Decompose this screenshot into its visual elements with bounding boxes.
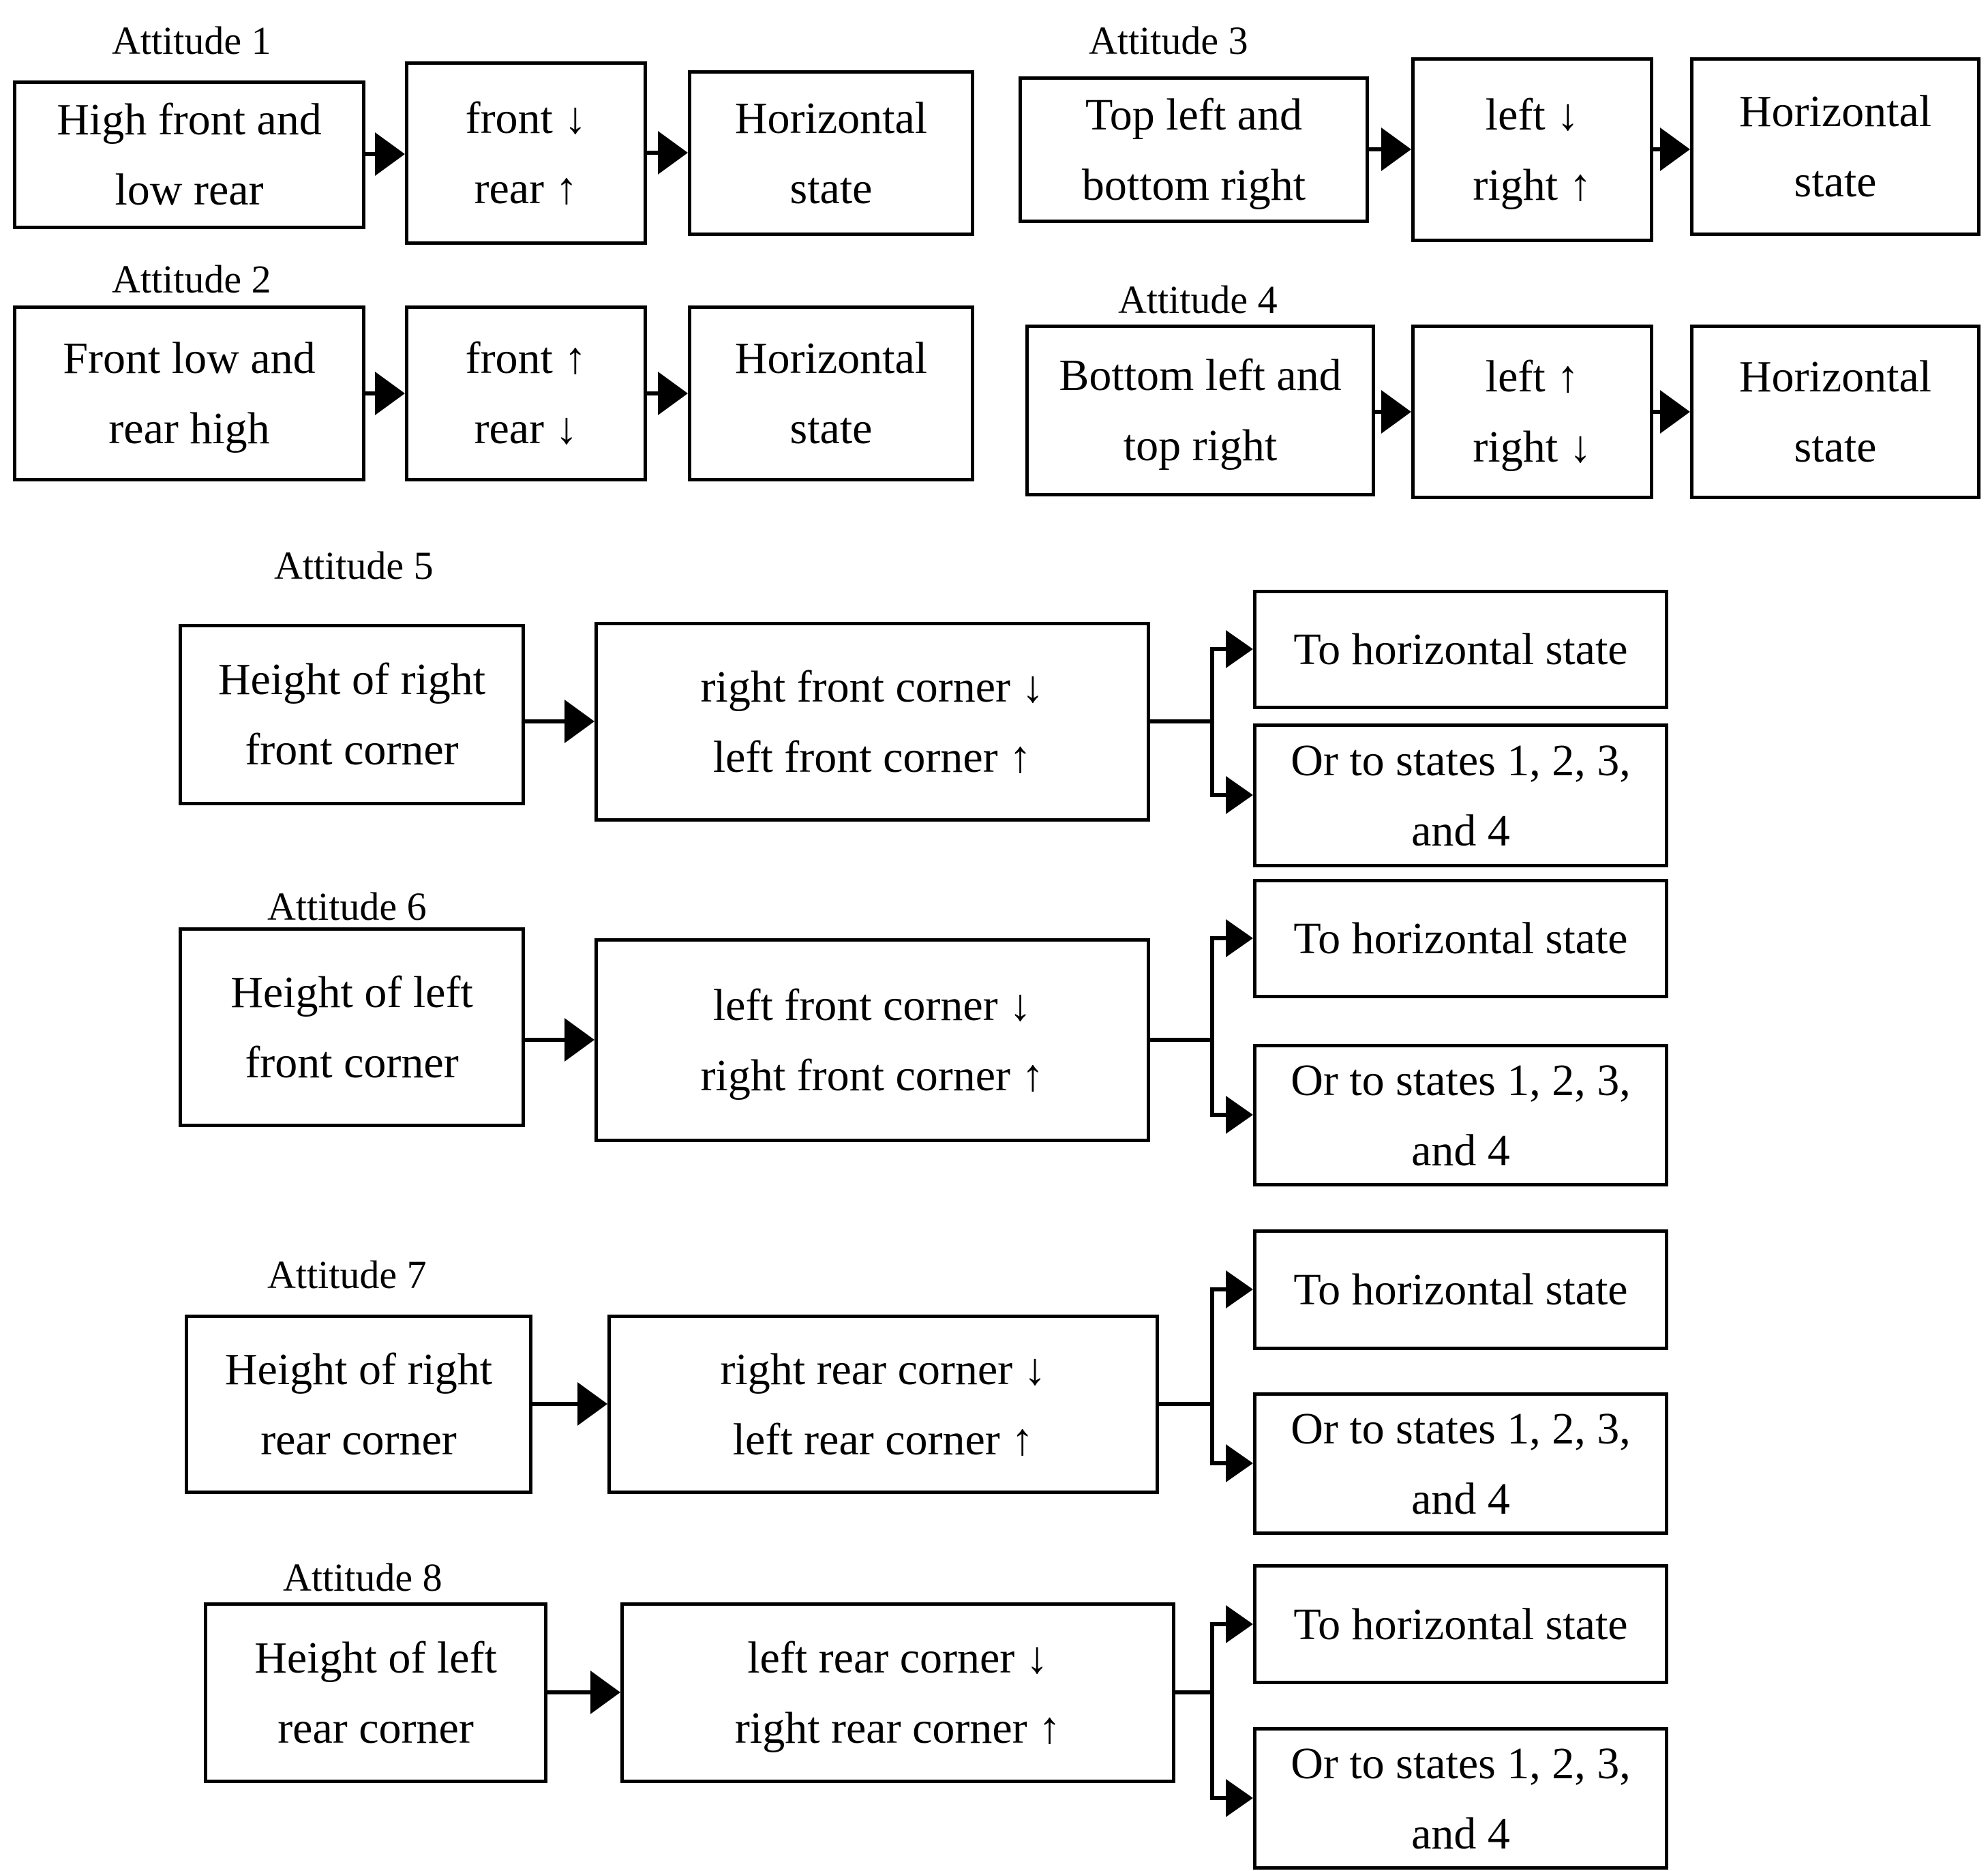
arrow-right-icon [1226, 1096, 1253, 1134]
connector-line [1175, 1690, 1214, 1694]
connector-line [1150, 1038, 1214, 1042]
arrow-right-icon [1381, 128, 1411, 171]
attitude-7-action-box: right rear corner ↓ left rear corner ↑ [607, 1315, 1159, 1494]
arrow-shaft [547, 1690, 590, 1694]
attitude-4-result-box: Horizontal state [1690, 325, 1981, 499]
arrow-right-icon [564, 1018, 594, 1062]
connector-line [1150, 719, 1214, 723]
arrow-shaft [1210, 793, 1226, 797]
arrow-right-icon [1226, 1779, 1253, 1817]
attitude-5-result-states-box: Or to states 1, 2, 3, and 4 [1253, 723, 1668, 867]
attitude-1-action-box: front ↓ rear ↑ [405, 61, 647, 245]
attitude-4-action-box: left ↑ right ↓ [1411, 325, 1653, 499]
arrow-shaft [525, 1038, 564, 1042]
attitude-7-result-states-box: Or to states 1, 2, 3, and 4 [1253, 1392, 1668, 1535]
connector-line [1159, 1402, 1214, 1406]
arrow-right-icon [1226, 919, 1253, 957]
attitude-8-label: Attitude 8 [283, 1555, 442, 1600]
attitude-5-source-box: Height of right front corner [179, 624, 525, 805]
connector-line [1210, 1287, 1214, 1465]
arrow-shaft [1210, 647, 1226, 651]
attitude-1-result-box: Horizontal state [688, 70, 974, 236]
attitude-6-result-horizontal-box: To horizontal state [1253, 879, 1668, 998]
arrow-shaft [1210, 1461, 1226, 1465]
arrow-right-icon [1226, 776, 1253, 814]
attitude-4-label: Attitude 4 [1118, 278, 1278, 322]
connector-line [1210, 647, 1214, 797]
connector-line [1210, 1622, 1214, 1800]
arrow-right-icon [577, 1382, 607, 1426]
arrow-shaft [1210, 1796, 1226, 1800]
attitude-4-source-box: Bottom left and top right [1025, 325, 1375, 496]
attitude-2-label: Attitude 2 [112, 257, 271, 301]
arrow-shaft [365, 152, 375, 156]
attitude-5-action-box: right front corner ↓ left front corner ↑ [594, 622, 1150, 822]
arrow-shaft [1210, 936, 1226, 940]
arrow-shaft [647, 151, 658, 155]
attitude-1-source-box: High front and low rear [13, 80, 365, 229]
arrow-shaft [647, 391, 658, 395]
arrow-shaft [1375, 410, 1381, 414]
arrow-shaft [1653, 410, 1660, 414]
attitude-7-source-box: Height of right rear corner [185, 1315, 532, 1494]
attitude-1-label: Attitude 1 [112, 18, 271, 63]
attitude-7-result-horizontal-box: To horizontal state [1253, 1229, 1668, 1350]
arrow-right-icon [1226, 1605, 1253, 1643]
attitude-5-label: Attitude 5 [274, 543, 434, 588]
arrow-right-icon [658, 131, 688, 175]
attitude-6-label: Attitude 6 [267, 884, 427, 929]
arrow-shaft [525, 719, 564, 723]
arrow-right-icon [658, 372, 688, 415]
attitude-6-result-states-box: Or to states 1, 2, 3, and 4 [1253, 1044, 1668, 1186]
attitude-2-result-box: Horizontal state [688, 305, 974, 481]
arrow-right-icon [1381, 390, 1411, 434]
attitude-8-result-states-box: Or to states 1, 2, 3, and 4 [1253, 1727, 1668, 1870]
attitude-6-source-box: Height of left front corner [179, 927, 525, 1127]
arrow-shaft [1653, 147, 1660, 151]
arrow-shaft [1369, 147, 1381, 151]
attitude-5-result-horizontal-box: To horizontal state [1253, 590, 1668, 709]
arrow-shaft [1210, 1622, 1226, 1626]
arrow-shaft [1210, 1113, 1226, 1117]
connector-line [1210, 936, 1214, 1117]
attitude-2-source-box: Front low and rear high [13, 305, 365, 481]
arrow-right-icon [375, 132, 405, 176]
attitude-8-result-horizontal-box: To horizontal state [1253, 1564, 1668, 1684]
attitude-3-source-box: Top left and bottom right [1019, 76, 1369, 223]
attitude-3-result-box: Horizontal state [1690, 57, 1981, 236]
attitude-3-label: Attitude 3 [1089, 18, 1248, 63]
arrow-shaft [532, 1402, 577, 1406]
arrow-shaft [1210, 1287, 1226, 1291]
arrow-right-icon [1226, 630, 1253, 668]
arrow-right-icon [1660, 390, 1690, 434]
attitude-3-action-box: left ↓ right ↑ [1411, 57, 1653, 242]
arrow-right-icon [1226, 1444, 1253, 1482]
attitude-8-source-box: Height of left rear corner [204, 1602, 547, 1783]
attitude-7-label: Attitude 7 [267, 1253, 427, 1297]
arrow-right-icon [564, 700, 594, 743]
arrow-right-icon [590, 1671, 620, 1714]
attitude-6-action-box: left front corner ↓ right front corner ↑ [594, 938, 1150, 1142]
arrow-right-icon [1660, 128, 1690, 171]
attitude-8-action-box: left rear corner ↓ right rear corner ↑ [620, 1602, 1175, 1783]
attitude-2-action-box: front ↑ rear ↓ [405, 305, 647, 481]
arrow-right-icon [375, 372, 405, 415]
arrow-shaft [365, 391, 375, 395]
arrow-right-icon [1226, 1270, 1253, 1308]
